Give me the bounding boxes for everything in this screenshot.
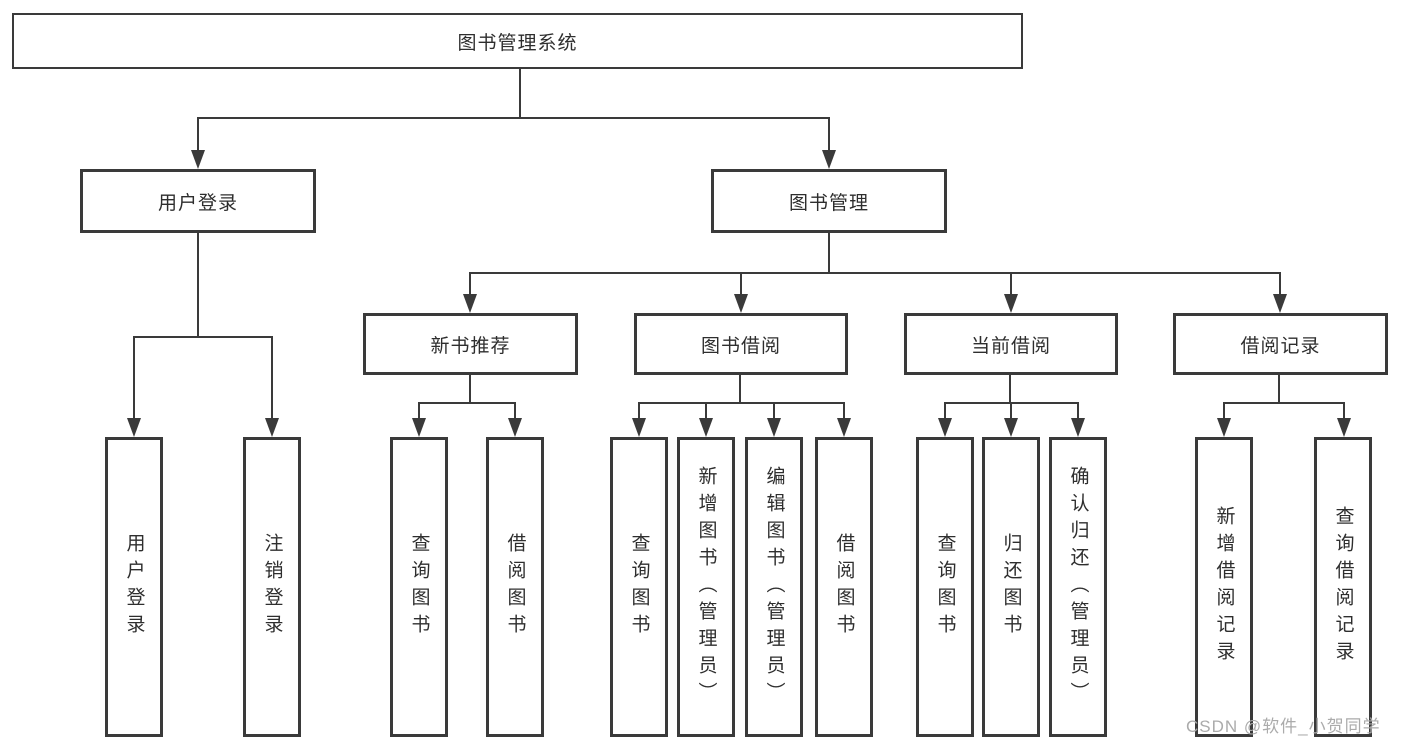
node-user-login: 用户登录 (80, 169, 316, 233)
leaf-logout: 注销登录 (243, 437, 301, 737)
connector-book-borrowing-rail (638, 402, 844, 404)
leaf-query-books-1: 查询图书 (390, 437, 448, 737)
leaf-edit-book-admin: 编辑图书（管理员） (745, 437, 803, 737)
connector-new-book-recommend-rail (418, 402, 516, 404)
leaf-return-book-label: 归还图书 (1000, 533, 1022, 641)
node-new-book-recommend-label: 新书推荐 (430, 335, 511, 357)
arrow-to-book-management (822, 117, 836, 169)
connector-borrowing-records-rail (1223, 402, 1345, 404)
arrow-to-new-book-recommend (463, 272, 477, 313)
leaf-add-borrow-record: 新增借阅记录 (1195, 437, 1253, 737)
leaf-query-borrow-record-label: 查询借阅记录 (1332, 506, 1354, 668)
leaf-add-borrow-record-label: 新增借阅记录 (1213, 506, 1235, 668)
connector-level2-rail (197, 117, 830, 119)
leaf-borrow-books-2-label: 借阅图书 (833, 533, 855, 641)
node-borrowing-records-label: 借阅记录 (1240, 335, 1321, 357)
leaf-logout-label: 注销登录 (261, 533, 283, 641)
leaf-confirm-return-admin: 确认归还（管理员） (1049, 437, 1107, 737)
arrow-to-leaf-query-books-2 (632, 402, 646, 437)
arrow-to-leaf-return-book (1004, 402, 1018, 437)
leaf-user-login: 用户登录 (105, 437, 163, 737)
connector-current-borrowing-stem (1009, 374, 1011, 404)
connector-level3-rail (469, 272, 1281, 274)
arrow-to-book-borrowing (734, 272, 748, 313)
connector-borrowing-records-stem (1278, 374, 1280, 404)
arrow-to-leaf-logout (265, 336, 279, 437)
arrow-to-leaf-add-book (699, 402, 713, 437)
leaf-edit-book-admin-label: 编辑图书（管理员） (763, 465, 785, 709)
leaf-query-books-3-label: 查询图书 (934, 533, 956, 641)
arrow-to-leaf-query-books-1 (412, 402, 426, 437)
leaf-borrow-books-1: 借阅图书 (486, 437, 544, 737)
leaf-query-books-3: 查询图书 (916, 437, 974, 737)
arrow-to-leaf-confirm-return (1071, 402, 1085, 437)
node-library-management-system-label: 图书管理系统 (457, 32, 578, 54)
connector-new-book-recommend-stem (469, 374, 471, 404)
leaf-borrow-books-1-label: 借阅图书 (504, 533, 526, 641)
arrow-to-leaf-borrow-books-1 (508, 402, 522, 437)
node-current-borrowing-label: 当前借阅 (970, 335, 1051, 357)
arrow-to-current-borrowing (1004, 272, 1018, 313)
connector-user-login-rail (133, 336, 273, 338)
leaf-add-book-admin-label: 新增图书（管理员） (695, 465, 717, 709)
node-book-management: 图书管理 (711, 169, 947, 233)
connector-user-login-stem (197, 232, 199, 338)
connector-root-stem (519, 68, 521, 118)
arrow-to-leaf-add-borrow-record (1217, 402, 1231, 437)
node-borrowing-records: 借阅记录 (1173, 313, 1388, 375)
connector-book-borrowing-stem (739, 374, 741, 404)
connector-book-management-stem (828, 232, 830, 274)
node-library-management-system: 图书管理系统 (12, 13, 1023, 69)
arrow-to-leaf-borrow-books-2 (837, 402, 851, 437)
node-user-login-label: 用户登录 (157, 192, 238, 214)
leaf-return-book: 归还图书 (982, 437, 1040, 737)
leaf-query-books-2: 查询图书 (610, 437, 668, 737)
arrow-to-leaf-query-books-3 (938, 402, 952, 437)
node-new-book-recommend: 新书推荐 (363, 313, 578, 375)
leaf-confirm-return-admin-label: 确认归还（管理员） (1067, 465, 1089, 709)
node-book-borrowing-label: 图书借阅 (700, 335, 781, 357)
node-book-management-label: 图书管理 (788, 192, 869, 214)
arrow-to-user-login (191, 117, 205, 169)
leaf-query-books-2-label: 查询图书 (628, 533, 650, 641)
arrow-to-leaf-query-borrow-record (1337, 402, 1351, 437)
node-book-borrowing: 图书借阅 (634, 313, 848, 375)
arrow-to-leaf-user-login (127, 336, 141, 437)
leaf-borrow-books-2: 借阅图书 (815, 437, 873, 737)
leaf-query-borrow-record: 查询借阅记录 (1314, 437, 1372, 737)
csdn-watermark: CSDN @软件_小贺同学 (1186, 717, 1381, 736)
arrow-to-borrowing-records (1273, 272, 1287, 313)
node-current-borrowing: 当前借阅 (904, 313, 1118, 375)
arrow-to-leaf-edit-book (767, 402, 781, 437)
leaf-add-book-admin: 新增图书（管理员） (677, 437, 735, 737)
leaf-query-books-1-label: 查询图书 (408, 533, 430, 641)
leaf-user-login-label: 用户登录 (123, 533, 145, 641)
